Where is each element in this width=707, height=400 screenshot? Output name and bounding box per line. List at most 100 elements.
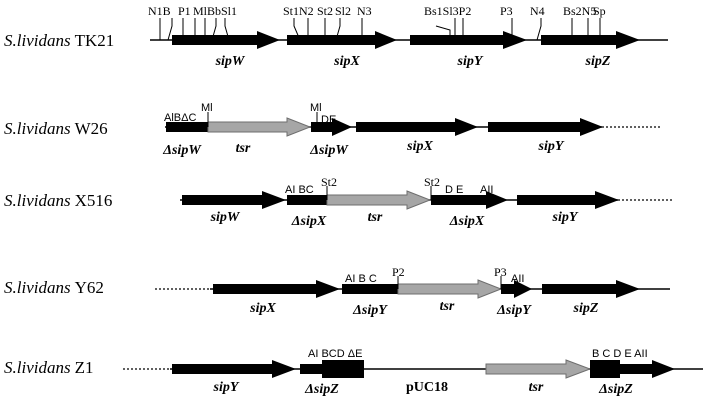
restriction-site-ticks [326,186,432,200]
gene-arrow-sipx [213,280,340,298]
tsr-arrow [207,117,312,137]
gene-label-delta-sipy: ΔsipY [496,303,532,318]
gene-arrow-sipx [356,118,478,136]
strain-species: S.lividans [4,119,71,138]
gene-label-sipw: sipW [210,210,241,225]
site-label: AI B C [345,273,377,285]
gene-label-tsr: tsr [440,299,455,314]
gene-arrow-sipy [517,191,619,209]
strain-code: Y62 [75,278,104,297]
gene-label-sipz: sipZ [585,54,611,69]
gene-arrow-delta-sipx [431,191,508,209]
gene-label-delta-sipy: ΔsipY [352,303,388,318]
gene-arrow-sipy [172,360,296,378]
site-label: Ml [201,102,213,114]
site-label: Sl2 [335,4,351,18]
gene-label-sipy: sipY [538,139,565,154]
strain-species: S.lividans [4,278,71,297]
gene-arrow-sipz [541,31,640,49]
site-label: Bs1Sl3P2 [424,4,471,18]
site-label: AI BCD ΔE [308,348,362,360]
tsr-arrow [485,359,592,379]
gene-block-delta-sipz [300,364,322,374]
site-label: P2 [392,265,405,279]
site-label: MlBbSl1 [193,4,237,18]
site-label: P3 [494,265,507,279]
gene-label-delta-sipz: ΔsipZ [304,382,339,397]
gene-label-sipx: sipX [333,54,360,69]
gene-label-sipy: sipY [457,54,484,69]
site-label: N1B [148,4,171,18]
gene-label-sipx: sipX [249,301,276,316]
strain-code: Z1 [75,358,94,377]
gene-arrow-sipw [182,191,286,209]
gene-label-tsr: tsr [236,141,251,156]
site-label: B C D E AII [592,348,648,360]
strain-code: X516 [75,191,113,210]
tsr-arrow [397,279,503,299]
gene-label-tsr: tsr [368,210,383,225]
gene-arrow-sipy [488,118,603,136]
strain-species: S.lividans [4,191,71,210]
site-label: P3 [500,4,513,18]
site-label: P1 [178,4,191,18]
strain-code: TK21 [75,31,115,50]
gene-block-delta-sipy [342,284,398,294]
tsr-arrow [326,190,432,210]
site-label: D E [445,184,463,196]
strain-species: S.lividans [4,358,71,377]
site-label: Bs2N5 [563,4,596,18]
gene-arrow-sipz [542,280,640,298]
site-label: N4 [530,4,545,18]
site-label: St2 [317,4,333,18]
site-label: AII [480,184,493,196]
strain-species: S.lividans [4,31,71,50]
gene-label-delta-sipx: ΔsipX [291,214,327,229]
gene-arrow-sipw [172,31,280,49]
site-label: AII [511,273,524,285]
restriction-site-ticks [397,276,502,289]
gene-block-delta-sipz-end [322,360,364,378]
site-label: Ml [310,102,322,114]
gene-label-delta-sipz: ΔsipZ [598,382,633,397]
restriction-site-ticks [207,112,318,127]
gene-label-sipy: sipY [552,210,579,225]
gene-label-tsr: tsr [529,380,544,395]
gene-label-sipw: sipW [215,54,246,69]
site-label: St2 [424,175,440,189]
gene-label-sipz: sipZ [573,301,599,316]
gene-arrow-delta-sipy [501,280,532,298]
site-label: N3 [357,4,372,18]
site-label: AlBΔC [164,112,196,124]
gene-block-delta-sipx [287,195,327,205]
gene-block-delta-sipz [590,360,620,378]
site-label: St2 [321,175,337,189]
gene-label-sipx: sipX [406,139,433,154]
site-label: DE [321,114,336,126]
site-label: AI BC [285,184,314,196]
gene-label-delta-sipx: ΔsipX [449,214,485,229]
gene-block-delta-sipw [166,122,208,132]
strain-code: W26 [75,119,108,138]
plasmid-label-puc18: pUC18 [406,380,448,395]
restriction-site-ticks [159,18,601,41]
gene-label-delta-sipw: ΔsipW [309,143,349,158]
gene-label-delta-sipw: ΔsipW [162,143,202,158]
gene-arrow-sipx [287,31,397,49]
site-label: Sp [593,4,606,18]
gene-arrow-sipy [410,31,527,49]
site-label: St1N2 [283,4,314,18]
gene-label-sipy: sipY [213,380,240,395]
gene-arrow-delta-sipz [620,360,675,378]
